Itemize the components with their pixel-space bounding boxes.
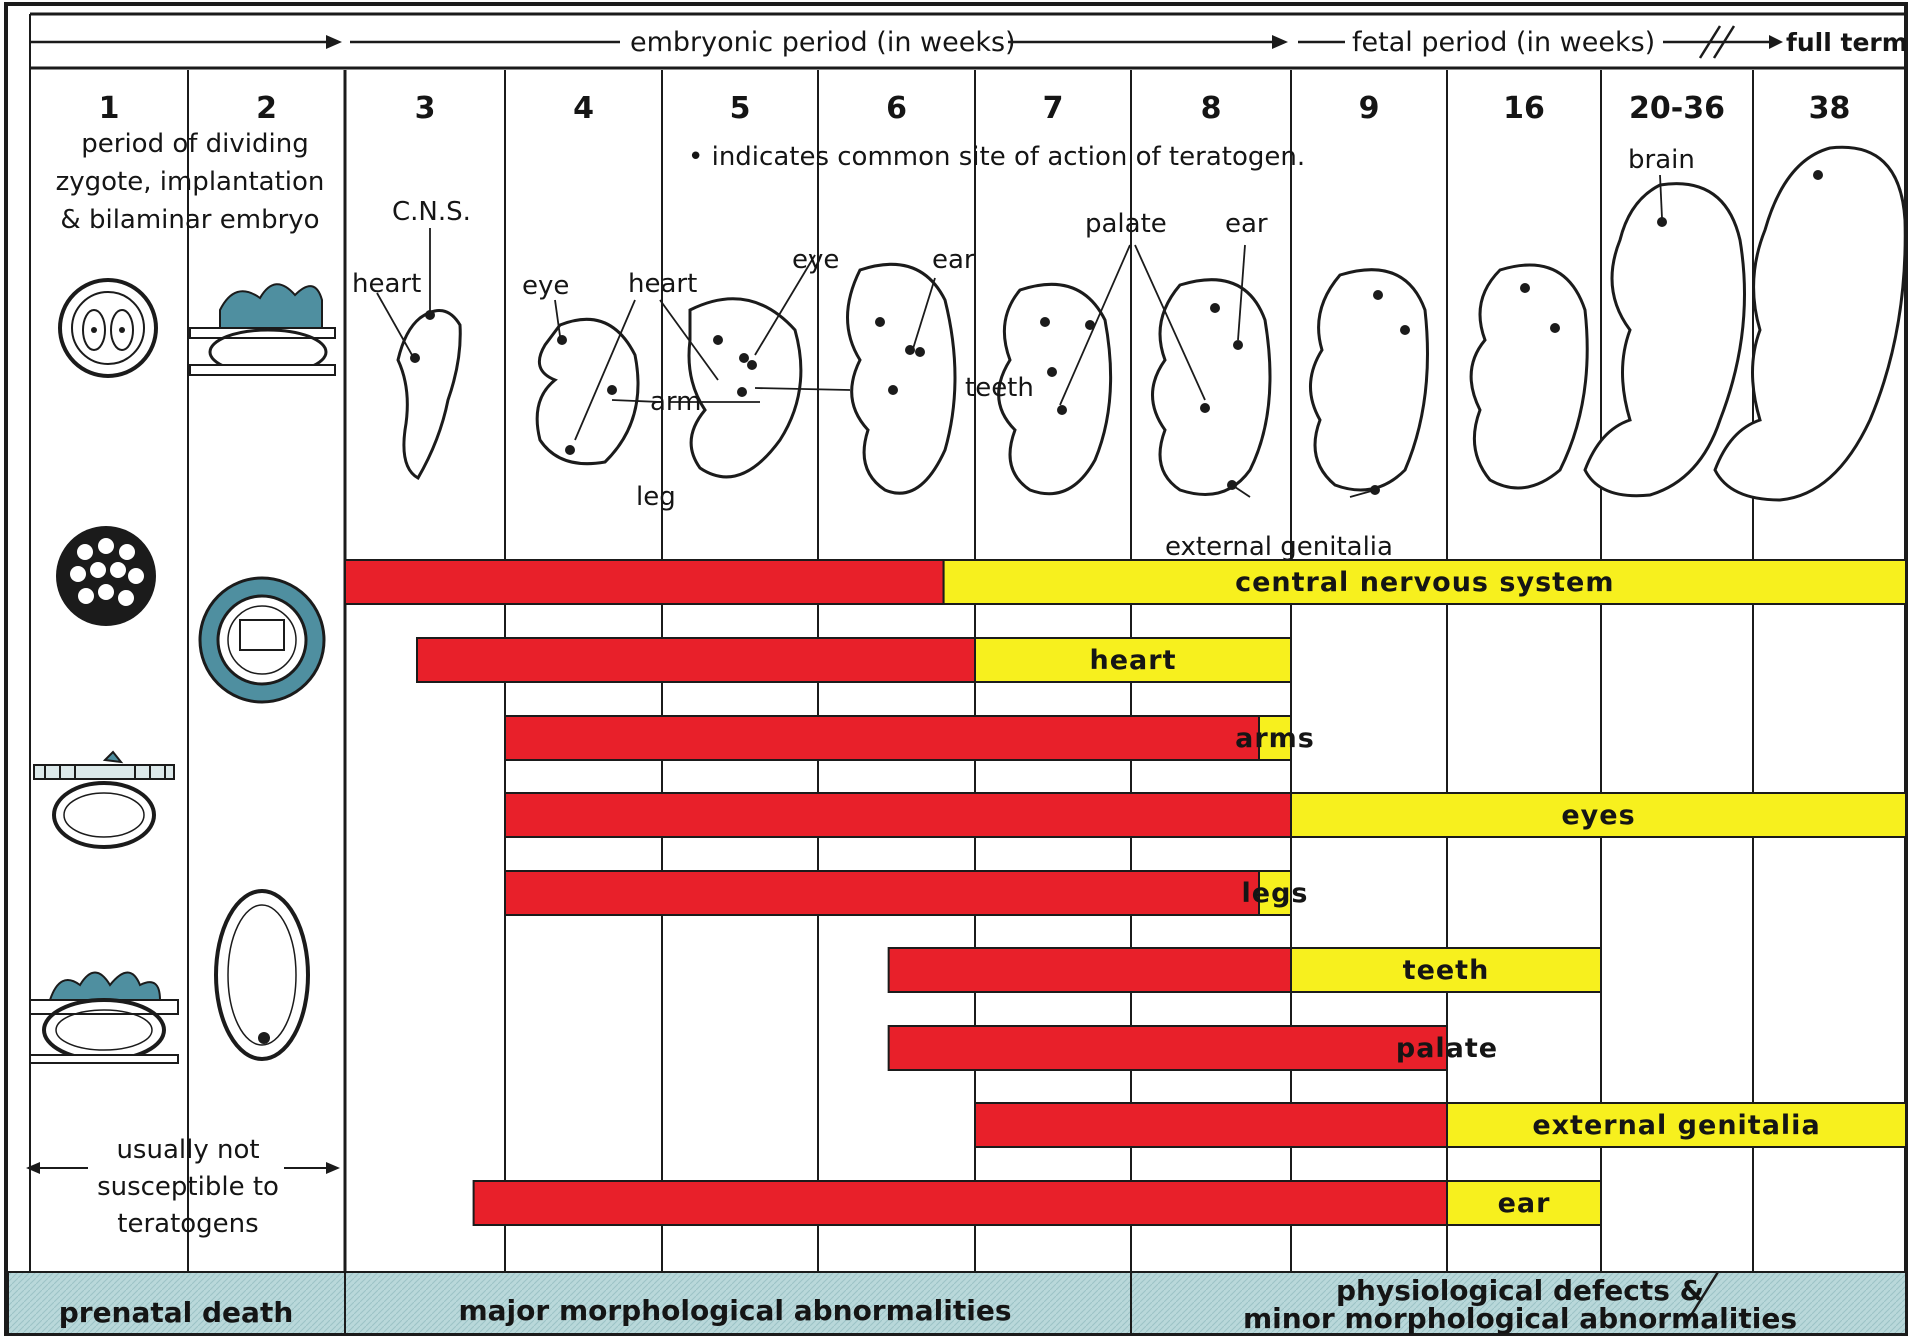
major-sensitivity-segment (474, 1181, 1447, 1225)
sensitivity-bar-arms: arms (505, 716, 1315, 760)
early-text-line-3: & bilaminar embryo (60, 205, 319, 235)
bar-label: arms (1235, 723, 1315, 754)
label-palate: palate (1085, 209, 1167, 239)
sensitivity-bar-ear: ear (474, 1181, 1601, 1225)
embryo-week8 (1153, 280, 1271, 495)
footer-physiological-line-2: minor morphological abnormalities (1243, 1302, 1797, 1335)
sensitivity-bar-external-genitalia: external genitalia (975, 1103, 1906, 1147)
major-sensitivity-segment (417, 638, 975, 682)
major-sensitivity-segment (505, 871, 1259, 915)
fetus-week9 (1310, 270, 1427, 490)
label-arm: arm (650, 387, 702, 417)
label-external-genitalia: external genitalia (1165, 532, 1393, 562)
footer-major-abnormalities: major morphological abnormalities (458, 1294, 1011, 1327)
week-label: 3 (415, 91, 436, 126)
embryo-week6 (848, 264, 956, 493)
bar-label: eyes (1561, 800, 1635, 831)
week-label: 5 (730, 91, 751, 126)
sensitivity-bar-central-nervous-system: central nervous system (345, 560, 1906, 604)
early-text-line-2: zygote, implantation (56, 167, 325, 197)
not-susceptible-line-1: usually not (116, 1135, 259, 1165)
chorionic-sac-drawing-week2 (216, 891, 308, 1059)
bar-label: legs (1242, 878, 1309, 909)
embryonic-period-label: embryonic period (in weeks) (630, 27, 1016, 58)
week-label: 4 (573, 91, 594, 126)
week-label: 9 (1359, 91, 1380, 126)
sensitivity-bar-legs: legs (505, 871, 1308, 915)
bar-label: heart (1090, 645, 1177, 676)
sensitivity-bar-teeth: teeth (889, 948, 1601, 992)
week-label: 20-36 (1629, 91, 1725, 126)
bar-label: teeth (1403, 955, 1490, 986)
major-sensitivity-segment (889, 1026, 1447, 1070)
embryo-week4 (537, 319, 638, 463)
footer-band: prenatal death major morphological abnor… (8, 1272, 1906, 1335)
label-brain: brain (1628, 145, 1695, 175)
major-sensitivity-segment (975, 1103, 1447, 1147)
week-label: 2 (256, 91, 277, 126)
week-label: 1 (99, 91, 120, 126)
label-ear-week6: ear (932, 245, 975, 275)
week-label: 7 (1043, 91, 1064, 126)
bar-label: ear (1498, 1188, 1551, 1219)
full-term-label: full term (1786, 28, 1908, 57)
label-heart-week4: heart (628, 269, 697, 299)
footer-prenatal-death: prenatal death (59, 1296, 294, 1329)
label-ear-week8: ear (1225, 209, 1268, 239)
major-sensitivity-segment (889, 948, 1291, 992)
major-sensitivity-segment (505, 716, 1259, 760)
label-leg: leg (636, 482, 676, 512)
week-label: 6 (886, 91, 907, 126)
not-susceptible-line-3: teratogens (117, 1209, 258, 1239)
label-eye-week4: eye (522, 271, 569, 301)
morula-drawing (56, 526, 156, 626)
label-cns: C.N.S. (392, 197, 471, 227)
fetal-period-label: fetal period (in weeks) (1352, 27, 1655, 58)
early-period-text: period of dividing zygote, implantation … (56, 129, 325, 235)
sensitivity-bar-eyes: eyes (505, 793, 1906, 837)
label-heart-week3: heart (352, 269, 421, 299)
sensitivity-bar-palate: palate (889, 1026, 1498, 1070)
major-sensitivity-segment (505, 793, 1291, 837)
bar-label: external genitalia (1532, 1110, 1820, 1141)
teratogen-site-note: • indicates common site of action of ter… (688, 142, 1305, 172)
label-eye-week5: eye (792, 245, 839, 275)
bar-label: central nervous system (1235, 567, 1614, 598)
not-susceptible-line-2: susceptible to (97, 1172, 279, 1202)
sensitivity-bar-heart: heart (417, 638, 1291, 682)
label-teeth: teeth (965, 373, 1034, 403)
early-text-line-1: period of dividing (81, 129, 308, 159)
implanted-blastocyst-drawing-week2 (200, 578, 324, 702)
week-label: 8 (1201, 91, 1222, 126)
major-sensitivity-segment (345, 560, 944, 604)
bar-label: palate (1396, 1033, 1498, 1064)
week-label: 38 (1809, 91, 1851, 126)
week-label: 16 (1503, 91, 1545, 126)
